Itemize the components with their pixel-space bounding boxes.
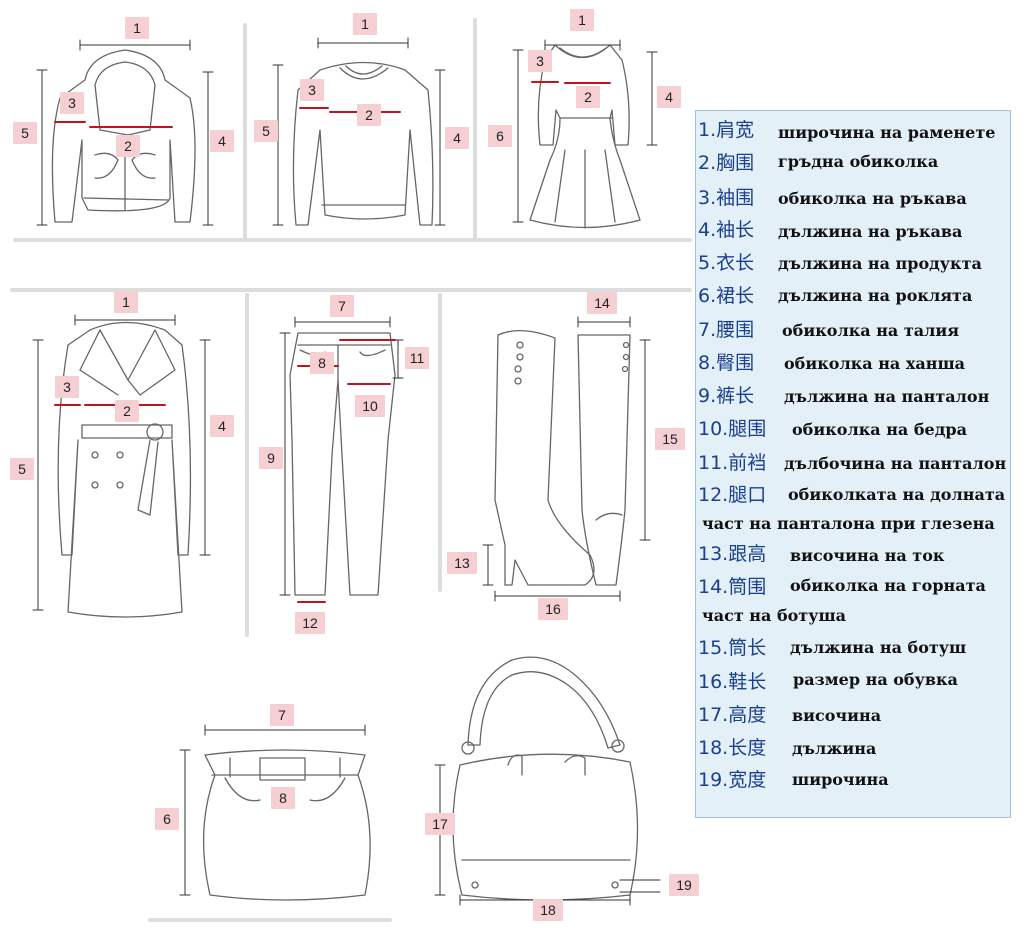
callout-14: 14 [587, 292, 617, 314]
legend-text: обиколка на бедра [792, 420, 967, 439]
legend-text: дължина на ботуш [790, 638, 967, 657]
callout-11: 11 [405, 347, 429, 369]
legend-panel: 1.肩宽 широчина на раменете 2.胸围 гръдна об… [695, 110, 1011, 818]
legend-text: дълбочина на панталон [784, 454, 1007, 473]
pants-drawing [289, 332, 396, 596]
callout-19: 19 [669, 874, 699, 896]
legend-text: дължина на продукта [778, 254, 982, 273]
legend-text: обиколка на ръкава [778, 189, 967, 208]
callout-6: 6 [155, 808, 179, 830]
callout-7: 7 [270, 704, 294, 726]
callout-2: 2 [115, 400, 139, 422]
callout-1: 1 [353, 13, 377, 35]
callout-1: 1 [114, 291, 138, 313]
callout-18: 18 [533, 899, 563, 921]
callout-4: 4 [210, 130, 234, 152]
trench-coat-drawing [57, 321, 192, 618]
callout-3: 3 [300, 79, 324, 101]
boots-drawing [494, 330, 631, 586]
legend-text: широчина на раменете [778, 123, 996, 142]
callout-13: 13 [447, 552, 477, 574]
callout-16: 16 [538, 598, 568, 620]
legend-number: 4.袖长 [698, 219, 755, 241]
legend-text: дължина на роклята [778, 286, 973, 305]
legend-text: дължина на ръкава [778, 222, 963, 241]
legend-number: 9.裤长 [698, 385, 755, 407]
callout-4: 4 [445, 127, 469, 149]
callout-3: 3 [528, 50, 552, 72]
legend-number: 8.臀围 [698, 352, 755, 374]
red-measurement-arrows [54, 81, 611, 603]
callout-7: 7 [330, 295, 354, 317]
callout-17: 17 [425, 813, 455, 835]
sweater-drawing [292, 61, 434, 226]
legend-text: дължина на панталон [784, 387, 990, 406]
legend-text: височина на ток [790, 546, 945, 565]
legend-text: широчина [792, 770, 889, 789]
legend-text: размер на обувка [793, 670, 958, 689]
callout-1: 1 [570, 9, 594, 31]
callout-8: 8 [271, 787, 295, 809]
legend-number: 14.筒围 [698, 576, 767, 598]
handbag-drawing [452, 656, 639, 901]
legend-text-continued: част на ботуша [702, 606, 847, 625]
callout-6: 6 [488, 125, 512, 147]
legend-number: 5.衣长 [698, 252, 755, 274]
legend-number: 17.高度 [698, 704, 767, 726]
skirt-drawing [202, 749, 371, 901]
legend-number: 7.腰围 [698, 319, 755, 341]
callout-3: 3 [60, 92, 84, 114]
callout-5: 5 [254, 120, 278, 142]
legend-text: обиколка на ханша [784, 354, 966, 373]
legend-number: 12.腿口 [698, 484, 767, 506]
callout-4: 4 [210, 415, 234, 437]
legend-text-continued: част на панталона при глезена [702, 514, 995, 533]
legend-number: 18.长度 [698, 737, 767, 759]
callout-2: 2 [576, 86, 600, 108]
legend-text: дължина [792, 739, 877, 758]
callout-5: 5 [13, 122, 37, 144]
callout-12: 12 [295, 612, 325, 634]
callout-5: 5 [10, 458, 34, 480]
legend-text: височина [792, 706, 882, 725]
callout-9: 9 [259, 447, 283, 469]
legend-number: 19.宽度 [698, 769, 767, 791]
legend-text: гръдна обиколка [778, 152, 939, 171]
legend-text: обиколката на долната [788, 485, 1006, 504]
callout-2: 2 [357, 104, 381, 126]
callout-8: 8 [310, 352, 334, 374]
legend-text: обиколка на талия [782, 321, 960, 340]
callout-4: 4 [657, 86, 681, 108]
legend-number: 1.肩宽 [698, 119, 755, 141]
dress-drawing [529, 44, 641, 229]
legend-number: 10.腿围 [698, 418, 767, 440]
hoodie-drawing [51, 49, 196, 223]
panel-dividers [10, 18, 692, 922]
legend-number: 16.鞋长 [698, 671, 767, 693]
legend-number: 2.胸围 [698, 152, 755, 174]
callout-10: 10 [355, 395, 385, 417]
callout-2: 2 [116, 135, 140, 157]
callout-15: 15 [655, 428, 685, 450]
legend-number: 15.筒长 [698, 637, 767, 659]
measurement-lines [32, 37, 661, 906]
callout-1: 1 [125, 17, 149, 39]
legend-text: обиколка на горната [790, 576, 986, 595]
legend-number: 13.跟高 [698, 543, 767, 565]
legend-number: 6.裙长 [698, 285, 755, 307]
legend-number: 11.前裆 [698, 452, 767, 474]
legend-number: 3.袖围 [698, 187, 755, 209]
callout-3: 3 [55, 376, 79, 398]
